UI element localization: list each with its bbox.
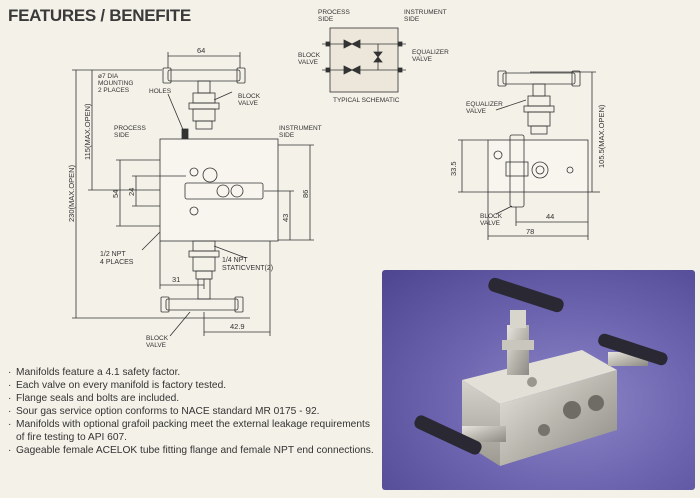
dim-78: 78: [526, 227, 534, 236]
feature-item: Gageable female ACELOK tube fitting flan…: [8, 444, 380, 457]
dim-64: 64: [197, 46, 205, 55]
schematic-process-side-label: PROCESS: [318, 9, 350, 16]
schematic-equalizer-valve-label: EQUALIZER: [412, 49, 449, 56]
feature-item: Manifolds feature a 4.1 safety factor.: [8, 366, 380, 379]
dim-31: 31: [172, 275, 180, 284]
dim-44: 44: [546, 212, 554, 221]
dim-42-9: 42.9: [230, 322, 245, 331]
feature-item: Each valve on every manifold is factory …: [8, 379, 380, 392]
schematic-caption: TYPICAL SCHEMATIC: [333, 97, 400, 104]
dim-24: 24: [127, 188, 136, 196]
feature-item: Flange seals and bolts are included.: [8, 392, 380, 405]
side-view-drawing: [458, 70, 600, 240]
dim-230: 230(MAX.OPEN): [67, 164, 76, 222]
dim-33-5: 33.5: [449, 161, 458, 176]
feature-item: Sour gas service option conforms to NACE…: [8, 405, 380, 418]
feature-item: Manifolds with optional grafoil packing …: [8, 418, 380, 444]
features-list: Manifolds feature a 4.1 safety factor. E…: [8, 366, 380, 457]
dim-54: 54: [111, 190, 120, 198]
typical-schematic: [322, 27, 406, 93]
dim-115: 115(MAX.OPEN): [83, 103, 92, 160]
page-title: FEATURES / BENEFITE: [8, 6, 191, 25]
product-photo: [382, 270, 695, 490]
front-view-drawing: [72, 52, 314, 337]
manifold-photo-illustration: [414, 277, 668, 466]
dim-43: 43: [281, 214, 290, 222]
schematic-instrument-side-label: INSTRUMENT: [404, 9, 447, 16]
schematic-block-valve-label: BLOCK: [298, 52, 321, 59]
dim-105-5: 105.5(MAX.OPEN): [597, 104, 606, 168]
holes-label: HOLES: [149, 88, 172, 95]
dim-86: 86: [301, 190, 310, 198]
